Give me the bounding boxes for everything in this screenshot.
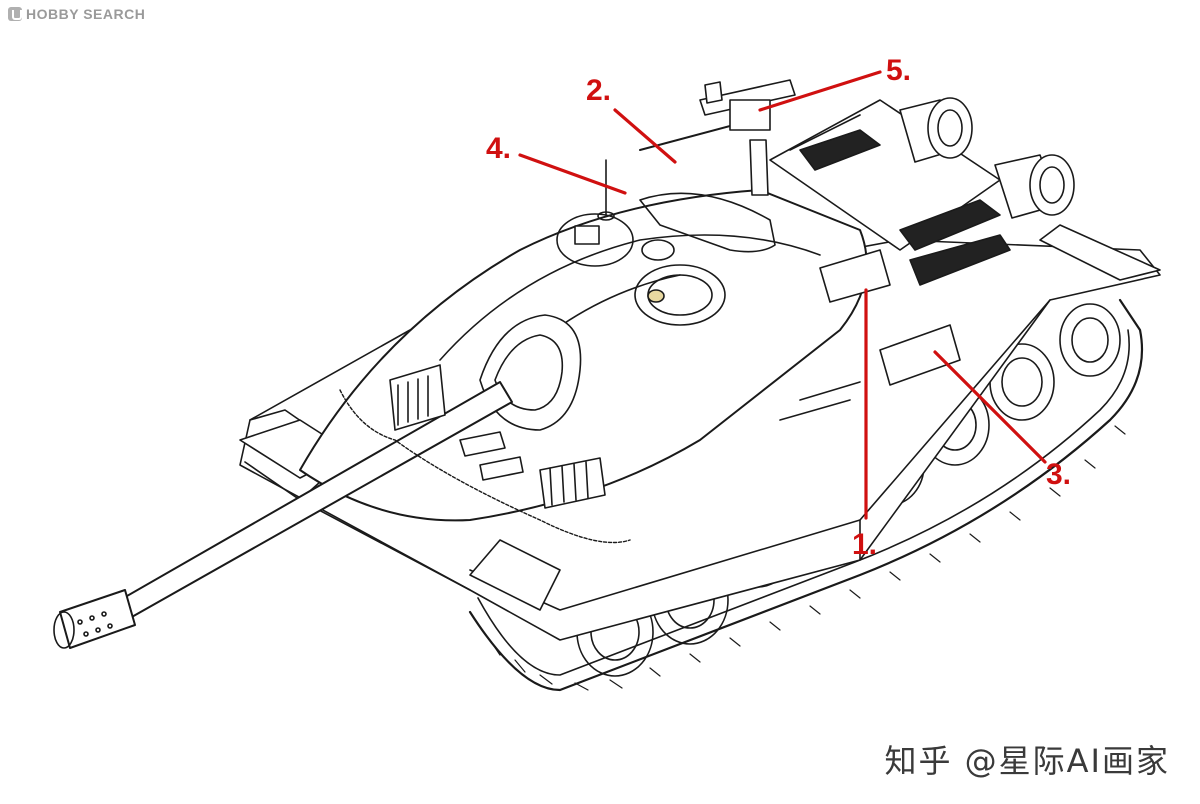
brand-text: HOBBY SEARCH xyxy=(26,6,146,22)
leader-line-4 xyxy=(518,153,627,195)
tow-cable xyxy=(339,389,631,544)
front-vents xyxy=(389,364,606,509)
leader-line-3 xyxy=(933,350,1047,464)
leader-line-5 xyxy=(758,70,882,112)
leader-line-2 xyxy=(613,108,677,164)
antenna xyxy=(597,159,615,221)
track-links xyxy=(489,425,1126,691)
callout-label-3: 3. xyxy=(1046,458,1072,491)
external-fuel-drums xyxy=(899,97,1075,219)
callout-label-5: 5. xyxy=(886,54,912,87)
callout-leader-lines xyxy=(518,70,1047,520)
brand-logo: HOBBY SEARCH xyxy=(8,6,145,22)
aa-machine-gun xyxy=(639,79,796,196)
callout-label-4: 4. xyxy=(486,132,512,165)
watermark-text: 知乎 @星际AI画家 xyxy=(884,742,1170,780)
gun-barrel xyxy=(53,381,513,649)
front-track xyxy=(468,298,1144,692)
callout-label-1: 1. xyxy=(852,528,878,561)
callout-label-2: 2. xyxy=(586,74,612,107)
hatches xyxy=(556,192,776,326)
engine-deck xyxy=(769,99,1161,286)
side-stowage xyxy=(779,249,961,421)
hobby-search-logo-icon xyxy=(8,7,22,21)
